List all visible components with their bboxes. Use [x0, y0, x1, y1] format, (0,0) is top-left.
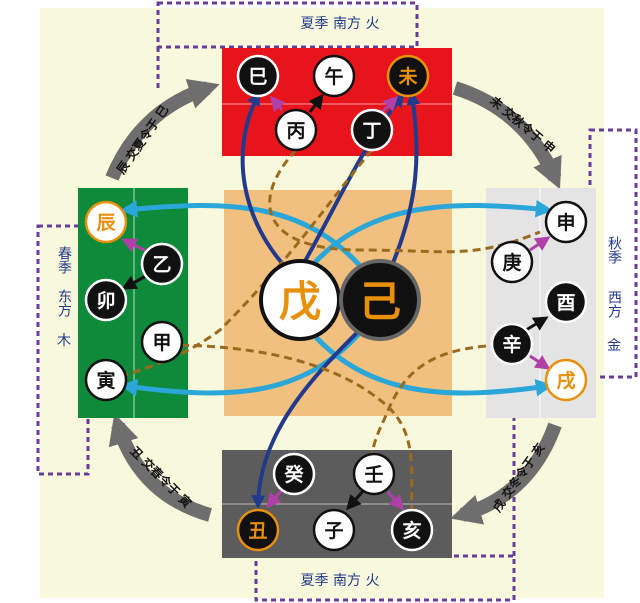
- season-label-right-3: 金: [607, 338, 621, 354]
- arrow-xin-to-xu: [529, 354, 551, 370]
- circle-yin: 寅: [84, 358, 128, 402]
- season-label-bottom: 夏季 南方 火: [301, 573, 380, 589]
- circle-xu: 戌: [544, 358, 588, 402]
- circle-yi: 乙: [140, 242, 184, 286]
- arrow-xin-to-you: [525, 316, 549, 332]
- brown-dashed-connectors: [114, 148, 541, 521]
- circle-gui: 癸: [272, 452, 316, 496]
- label-wei: 未: [397, 65, 417, 88]
- dashed-ding-curve: [114, 149, 374, 380]
- label-si: 巳: [248, 66, 267, 88]
- center-wu-circle: 戊: [259, 259, 341, 341]
- arrow-ren-to-zi: [346, 489, 366, 511]
- arrow-bing-to-wu: [308, 93, 324, 113]
- season-label-left-2: 东方: [56, 289, 72, 318]
- south-region: [156, 1, 419, 49]
- center-ji-label: 己: [359, 277, 401, 326]
- season-label-top: 夏季 南方 火: [301, 16, 380, 32]
- dashed-bing-curve: [268, 148, 541, 254]
- circle-shen: 申: [544, 200, 588, 244]
- arrow-bing-to-si: [270, 95, 286, 113]
- label-xu: 戌: [556, 370, 575, 392]
- circle-si: 巳: [236, 54, 280, 98]
- arrow-ren-to-hai: [386, 491, 404, 511]
- label-you: 酉: [556, 292, 575, 314]
- circle-xin: 辛: [490, 322, 534, 366]
- cyan-ji-to-yin: [119, 316, 374, 397]
- circle-you: 酉: [544, 280, 588, 324]
- circle-zi: 子: [312, 508, 356, 552]
- label-mao: 卯: [96, 290, 115, 312]
- label-ding: 丁: [362, 120, 381, 142]
- circle-ren: 壬: [352, 452, 396, 496]
- season-label-right-2: 西方: [606, 290, 622, 319]
- inner-arrows: [121, 93, 551, 511]
- season-label-left-3: 木: [57, 333, 71, 349]
- center-wu-label: 戊: [279, 277, 321, 326]
- label-hai: 亥: [402, 519, 421, 542]
- label-xin: 辛: [502, 333, 521, 356]
- label-yin: 寅: [96, 369, 115, 392]
- label-chen: 辰: [96, 212, 116, 234]
- arrow-autumn-to-winter: [450, 422, 562, 525]
- center-ji-circle: 己: [339, 259, 421, 341]
- arrow-spring-to-summer: [105, 79, 220, 181]
- label-chou: 丑: [248, 520, 267, 542]
- arrow-winter-to-spring: [108, 413, 213, 522]
- arrow-yi-to-chen: [121, 238, 149, 254]
- label-jia: 甲: [152, 332, 171, 354]
- circle-chen: 辰: [84, 200, 128, 244]
- circle-wu-branch: 午: [312, 54, 356, 98]
- circle-wei: 未: [386, 54, 430, 98]
- arrow-geng-to-shen: [529, 236, 551, 252]
- label-shen: 申: [556, 211, 575, 234]
- cyan-ji-to-chen: [119, 200, 374, 282]
- circle-chou: 丑: [236, 508, 280, 552]
- circle-bing: 丙: [274, 108, 318, 152]
- navy-wu-to-si: [240, 91, 292, 274]
- navy-ji-to-wei: [388, 90, 421, 271]
- label-gui: 癸: [283, 463, 304, 486]
- label-bing: 丙: [286, 120, 305, 142]
- dashed-xin-curve: [370, 343, 513, 459]
- circle-hai: 亥: [390, 508, 434, 552]
- label-geng: 庚: [502, 251, 521, 274]
- season-label-right-1: 秋季: [606, 236, 622, 264]
- circle-ding: 丁: [350, 108, 394, 152]
- label-ren: 壬: [364, 464, 383, 486]
- circle-jia: 甲: [140, 320, 184, 364]
- dashed-jia-curve: [167, 343, 414, 521]
- label-yi: 乙: [152, 254, 171, 276]
- arrow-gui-to-chou: [266, 489, 284, 509]
- arrow-yi-to-mao: [121, 274, 147, 290]
- label-zi: 子: [324, 520, 343, 542]
- label-wu-branch: 午: [324, 65, 343, 88]
- cyan-wu-to-xu: [297, 316, 554, 397]
- season-label-left-1: 春季: [56, 246, 72, 274]
- seasonal-cycle-arrows: [105, 79, 562, 525]
- circle-geng: 庚: [490, 240, 534, 284]
- circle-mao: 卯: [84, 278, 128, 322]
- arrow-summer-to-autumn: [452, 81, 562, 190]
- arrow-ding-to-wei: [380, 95, 399, 114]
